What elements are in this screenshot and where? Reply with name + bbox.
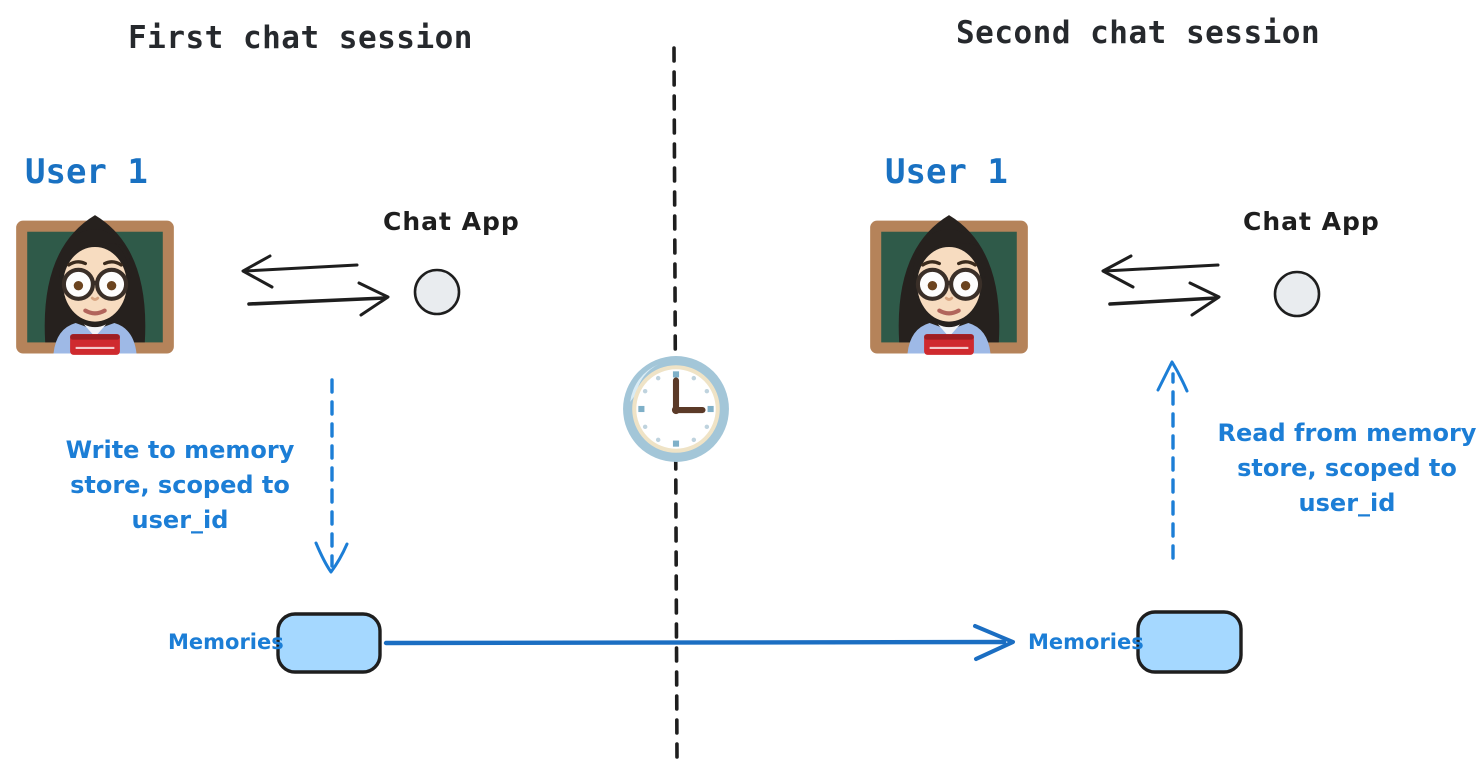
right-chat-exchange-arrows (1101, 254, 1221, 317)
left-chat-app-node (413, 268, 461, 316)
memories-transfer-arrow (383, 624, 1015, 661)
left-memories-label: Memories (168, 630, 284, 654)
left-memories-box (276, 612, 382, 674)
right-chat-app-label: Chat App (1243, 207, 1380, 236)
write-to-memory-arrow (314, 378, 349, 574)
write-annotation-line-3: user_id (131, 506, 229, 534)
clock-emoji (623, 356, 729, 462)
read-annotation: Read from memory store, scoped to user_i… (1213, 416, 1481, 521)
read-annotation-line-1: Read from memory (1217, 419, 1477, 447)
read-annotation-line-2: store, scoped to (1237, 454, 1457, 482)
session-divider-line (672, 46, 679, 762)
right-user-label: User 1 (885, 152, 1008, 192)
right-memories-label: Memories (1028, 630, 1144, 654)
left-user-label: User 1 (25, 152, 148, 192)
first-session-title: First chat session (128, 20, 473, 56)
left-chat-exchange-arrows (241, 254, 390, 317)
read-annotation-line-3: user_id (1298, 489, 1396, 517)
write-annotation-line-1: Write to memory (65, 436, 295, 464)
right-memories-box (1136, 610, 1243, 674)
left-chat-app-label: Chat App (383, 207, 520, 236)
woman-teacher-emoji-right (870, 215, 1028, 355)
woman-teacher-emoji-left (16, 215, 174, 355)
write-annotation: Write to memory store, scoped to user_id (60, 433, 300, 538)
second-session-title: Second chat session (956, 15, 1321, 51)
read-from-memory-arrow (1156, 360, 1189, 560)
write-annotation-line-2: store, scoped to (70, 471, 290, 499)
right-chat-app-node (1273, 270, 1321, 318)
